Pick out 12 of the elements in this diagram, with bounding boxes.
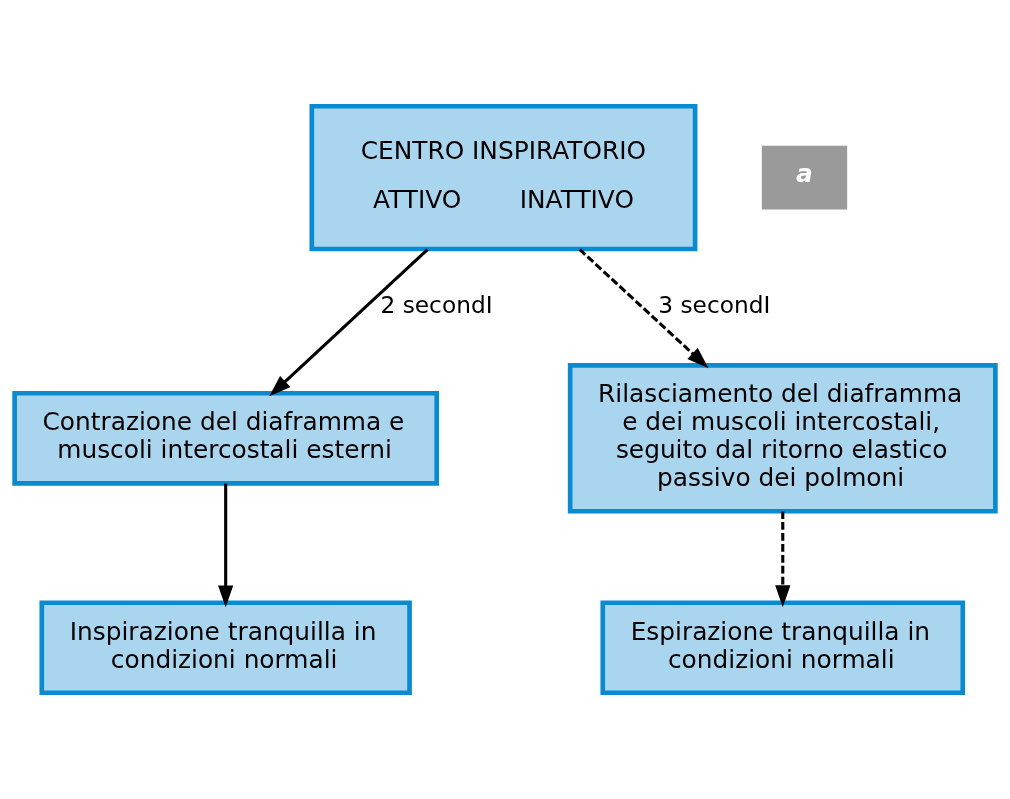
arrow <box>218 483 234 608</box>
edge-label: 3 secondI <box>658 290 771 318</box>
node-box: Rilasciamento del diaframma e dei muscoli intercostali, seguito dal ritorno elastico passivo dei polmoni <box>567 363 998 514</box>
node-box: Espirazione tranquilla in condizioni normali <box>600 600 966 696</box>
arrow <box>269 248 429 397</box>
node-box: Contrazione del diaframma e muscoli intercostali esterni <box>12 390 440 486</box>
edge-label: 2 secondI <box>380 290 493 318</box>
label: a <box>795 158 813 188</box>
arrow <box>578 248 709 369</box>
arrow <box>775 511 791 608</box>
node-box: Inspirazione tranquilla in condizioni normali <box>39 600 412 696</box>
node-box: CENTRO INSPIRATORIO ATTIVO INATTIVO <box>309 103 698 252</box>
